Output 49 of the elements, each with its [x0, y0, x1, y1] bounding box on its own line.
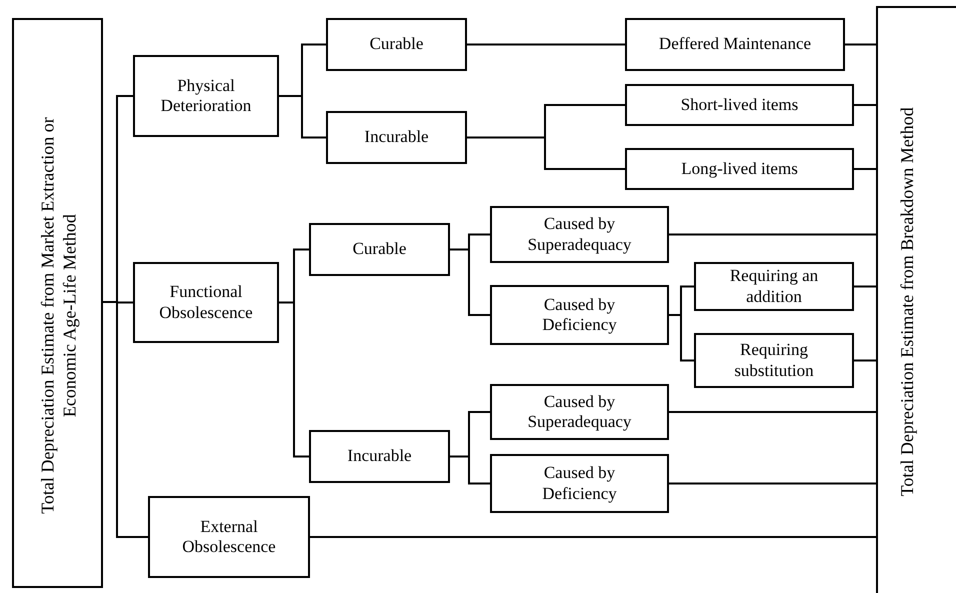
label-box: [133, 262, 279, 343]
connector-line: [854, 360, 876, 362]
label-box: [490, 384, 669, 440]
label-box: [148, 496, 310, 578]
label-box: [12, 18, 103, 588]
label-box: [326, 111, 467, 164]
box-label: Incurable: [347, 446, 412, 467]
box-label: Caused by Deficiency: [541, 463, 618, 504]
label-box: [490, 206, 669, 263]
connector-line: [845, 44, 876, 46]
box-label: Short-lived items: [680, 94, 798, 116]
label-box: [625, 18, 845, 71]
connector-line: [310, 536, 876, 538]
box-label: Caused by Deficiency: [541, 294, 618, 336]
box-label: Curable: [370, 34, 424, 55]
connector-line: [854, 104, 876, 106]
box-label: Requiring substitution: [733, 340, 815, 381]
box-label: Physical Deterioration: [160, 76, 252, 116]
box-label: Incurable: [364, 127, 429, 148]
connector-line: [669, 411, 876, 413]
box-label: Deffered Maintenance: [658, 34, 812, 55]
connector-line: [669, 482, 876, 484]
connector-line: [467, 136, 625, 170]
label-box: [694, 333, 854, 388]
label-box: [694, 262, 854, 311]
box-label: Caused by Superadequacy: [526, 392, 632, 432]
label-box: [625, 84, 854, 126]
connector-line: [103, 301, 148, 538]
label-box: [309, 223, 450, 276]
box-label: Curable: [352, 239, 406, 260]
connector-line: [854, 286, 876, 288]
box-label: Total Depreciation Estimate from Breakdown Method: [897, 106, 918, 498]
label-box: [133, 55, 279, 137]
box-label: Requiring an addition: [728, 266, 820, 307]
box-label: Caused by Superadequacy: [526, 214, 632, 255]
box-label: External Obsolescence: [181, 516, 277, 558]
connector-line: [279, 95, 326, 138]
label-box: [490, 285, 669, 345]
box-label: Long-lived items: [681, 158, 798, 180]
connector-line: [854, 168, 876, 170]
label-box: [326, 18, 467, 71]
label-box: [309, 430, 450, 483]
label-box: [490, 454, 669, 513]
connector-line: [669, 234, 876, 236]
connector-line: [669, 314, 694, 362]
connector-line: [467, 44, 625, 46]
label-box: [625, 148, 854, 190]
box-label: Total Depreciation Estimate from Market Extraction or Economic Age-Life Method: [37, 116, 80, 516]
box-label: Functional Obsolescence: [158, 282, 254, 323]
